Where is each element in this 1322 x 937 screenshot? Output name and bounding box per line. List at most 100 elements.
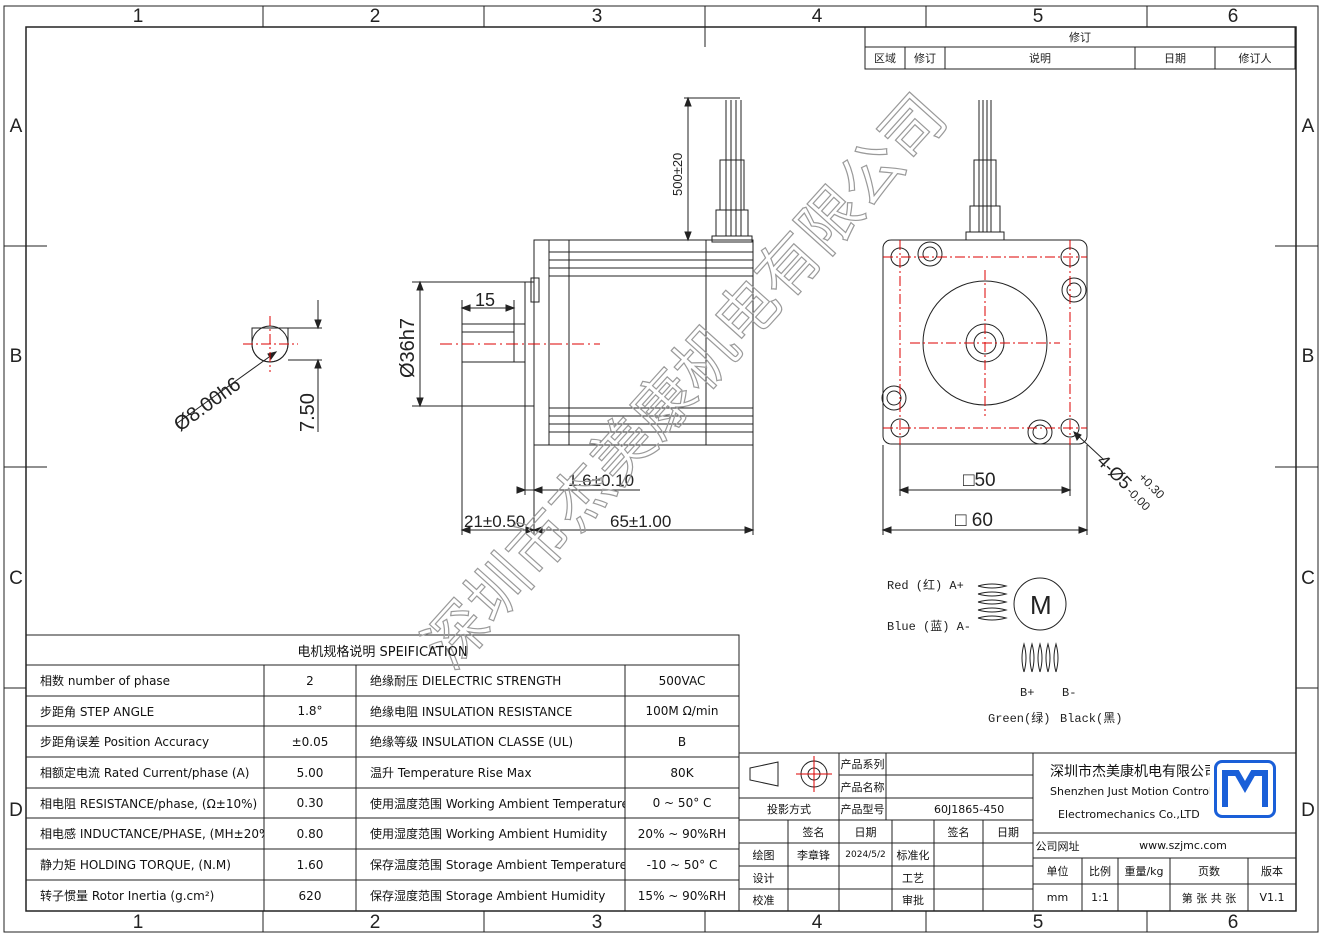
version-value: V1.1 (1259, 891, 1285, 904)
weight-label: 重量/kg (1124, 865, 1164, 878)
spec-table-grid (25, 634, 740, 912)
spec-row-value: 20% ~ 90%RH (637, 826, 727, 841)
row-label: A (10, 116, 23, 137)
spec-table-title: 电机规格说明 SPEIFICATION (297, 644, 468, 660)
company-name-en-1: Shenzhen Just Motion Control (1050, 784, 1210, 798)
title-block-grid (738, 752, 1297, 912)
spec-row-value: 15% ~ 90%RH (637, 888, 727, 903)
row-label: C (9, 568, 23, 589)
motor-symbol: M (1030, 590, 1052, 620)
logo-mark-icon (1222, 770, 1268, 807)
date-header: 日期 (854, 825, 877, 839)
flange-size-label: □ 60 (955, 510, 993, 531)
spec-row-label: 步距角 STEP ANGLE (40, 704, 155, 719)
spec-row-value: 1.8° (297, 704, 323, 718)
unit-label: 单位 (1046, 865, 1069, 878)
wire-blue-label: Blue (蓝) A- (887, 619, 971, 634)
scale-label: 比例 (1089, 865, 1111, 878)
model-label: 产品型号 (840, 803, 885, 816)
spec-row-value: 2 (306, 673, 314, 688)
company-name-cn: 深圳市杰美康机电有限公司 (1050, 764, 1210, 780)
revision-header: 修订 (914, 51, 936, 65)
col-label: 2 (370, 6, 381, 27)
col-label: 5 (1033, 6, 1044, 27)
row-label: D (9, 800, 23, 821)
spec-row-value: 500VAC (658, 673, 706, 688)
drawer-name: 李章锋 (797, 848, 830, 862)
approve-label: 审批 (902, 894, 924, 907)
row-label: A (1302, 116, 1315, 137)
col-label: 1 (133, 912, 144, 933)
unit-value: mm (1046, 891, 1069, 904)
wire-bplus-label: B+ (1020, 686, 1034, 700)
shaft-flat-label: 7.50 (297, 393, 319, 432)
scale-value: 1:1 (1091, 891, 1109, 904)
spec-row-value: 80K (670, 765, 694, 780)
row-label: B (1302, 346, 1315, 367)
spec-row-label: 相额定电流 Rated Current/phase (A) (40, 766, 250, 780)
draw-date: 2024/5/2 (845, 849, 886, 860)
flat-length-label: 15 (475, 290, 495, 310)
wire-red-label: Red (红) A+ (887, 577, 964, 593)
revision-header: 日期 (1164, 52, 1186, 65)
spec-row-value: 0 ~ 50° C (652, 796, 712, 810)
spec-row-label: 静力矩 HOLDING TORQUE, (N.M) (40, 858, 231, 872)
row-label: C (1301, 568, 1315, 589)
col-label: 2 (370, 912, 381, 933)
cable-length-label: 500±20 (670, 153, 685, 196)
spec-row-label: 相电感 INDUCTANCE/PHASE, (MH±20%) (40, 827, 264, 841)
spec-row-label: 使用温度范围 Working Ambient Temperature (370, 796, 625, 811)
col-label: 4 (812, 912, 823, 933)
company-logo (1214, 760, 1276, 818)
series-label: 产品系列 (840, 758, 885, 771)
spec-row-label: 绝缘耐压 DIELECTRIC STRENGTH (370, 674, 562, 688)
spec-row-label: 步距角误差 Position Accuracy (40, 735, 210, 749)
wire-black-label: Black(黑) (1060, 711, 1122, 726)
spec-row-value: 0.30 (296, 796, 324, 810)
row-label: B (10, 346, 23, 367)
col-label: 6 (1228, 6, 1239, 27)
model-value: 60J1865-450 (934, 802, 1005, 816)
revision-header: 区域 (874, 52, 896, 65)
spec-row-value: 620 (298, 888, 322, 903)
spec-row-value: ±0.05 (291, 734, 329, 749)
motor-front-view (881, 100, 1105, 535)
spec-row-value: 0.80 (296, 826, 324, 841)
revision-block (864, 26, 1296, 70)
col-label: 5 (1033, 912, 1044, 933)
pages-label: 页数 (1198, 865, 1220, 878)
wire-bminus-label: B- (1062, 686, 1076, 700)
col-label: 1 (133, 6, 144, 27)
website-label: 公司网址 (1035, 839, 1080, 853)
website-value: www.szjmc.com (1139, 839, 1227, 852)
revision-header: 说明 (1029, 51, 1051, 65)
version-label: 版本 (1261, 865, 1283, 878)
sign-header-2: 签名 (947, 825, 970, 839)
col-label: 4 (812, 6, 823, 27)
col-label: 6 (1228, 912, 1239, 933)
shaft-diameter-label: Ø8.00h6 (170, 373, 245, 436)
spec-row-label: 保存湿度范围 Storage Ambient Humidity (370, 889, 606, 903)
spec-row-label: 绝缘电阻 INSULATION RESISTANCE (370, 704, 573, 719)
spec-row-value: 1.60 (296, 857, 324, 872)
revision-title: 修订 (1069, 30, 1091, 44)
spec-row-label: 使用湿度范围 Working Ambient Humidity (370, 827, 608, 841)
projection-label: 投影方式 (767, 803, 811, 816)
spec-row-value: 100M Ω/min (645, 704, 719, 718)
spec-row-label: 保存温度范围 Storage Ambient Temperature (370, 858, 625, 872)
motor-side-view (412, 96, 755, 535)
spec-row-value: 5.00 (296, 765, 324, 780)
date-header-2: 日期 (997, 825, 1019, 839)
spec-row-label: 相电阻 RESISTANCE/phase, (Ω±10%) (40, 796, 258, 811)
check-label: 校准 (752, 894, 775, 907)
sign-header: 签名 (802, 825, 825, 839)
body-length-label: 65±1.00 (610, 512, 671, 531)
spec-row-value: B (677, 734, 687, 749)
spec-row-label: 温升 Temperature Rise Max (370, 766, 532, 780)
name-label: 产品名称 (840, 780, 885, 794)
border-labels: 1 2 3 4 5 6 1 2 3 4 5 6 A B C D A B C D (9, 6, 1315, 933)
shaft-detail (175, 300, 322, 432)
col-label: 3 (592, 6, 603, 27)
holes-label: 4-Ø5 (1093, 451, 1135, 493)
